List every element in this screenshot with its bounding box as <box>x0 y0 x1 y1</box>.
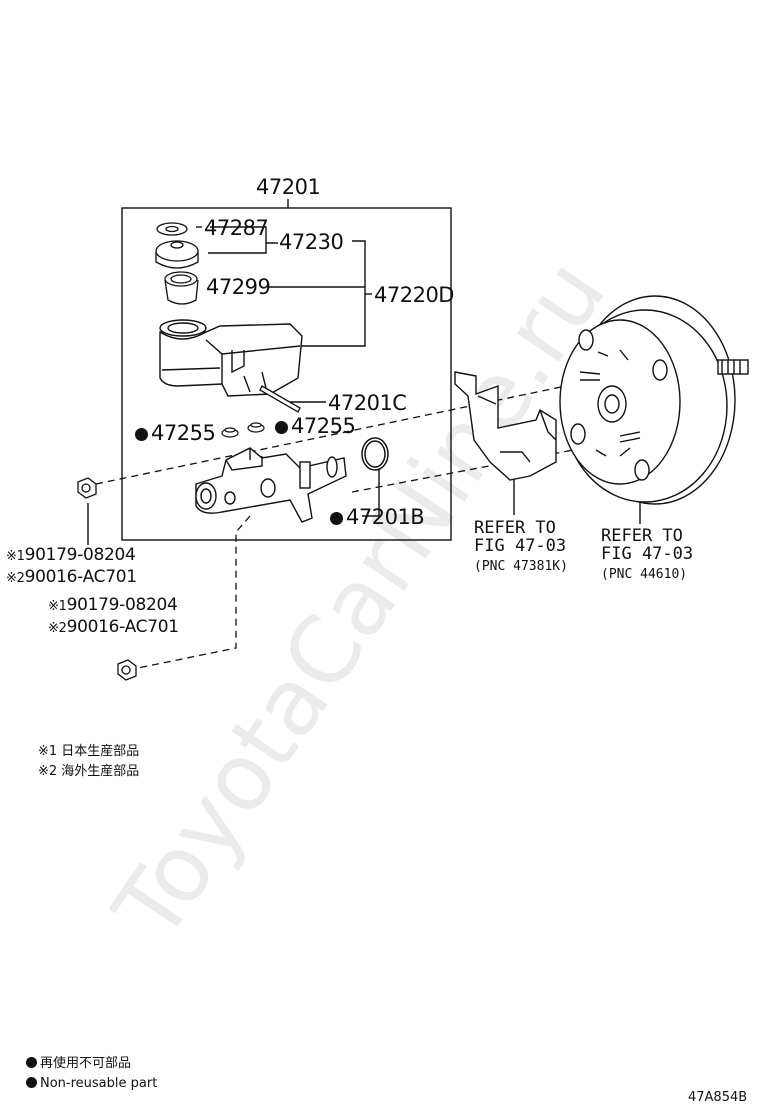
nut-codes-upper: ※190179-08204 ※290016-AC701 <box>6 545 137 587</box>
label-47220d: 47220D <box>374 283 454 307</box>
label-47287: 47287 <box>204 216 269 240</box>
bracket-cap <box>208 243 267 254</box>
booster-bracket <box>454 371 557 481</box>
master-cylinder <box>195 447 347 523</box>
label-47230: 47230 <box>279 230 344 254</box>
ref-booster: REFER TO FIG 47-03 (PNC 44610) <box>601 526 694 582</box>
strainer-47299 <box>164 271 199 305</box>
legend: 再使用不可部品 Non-reusable part <box>26 1054 157 1094</box>
gasket-47287 <box>156 222 188 236</box>
reservoir-47220d <box>159 319 303 397</box>
non-reusable-dot <box>135 428 148 441</box>
label-47299: 47299 <box>206 275 271 299</box>
leader-47201b <box>362 470 380 517</box>
label-47201c: 47201C <box>328 391 407 415</box>
nut-codes-lower: ※190179-08204 ※290016-AC701 <box>48 595 179 637</box>
label-47201: 47201 <box>256 175 321 199</box>
non-reusable-dot <box>275 421 288 434</box>
ref-bracket: REFER TO FIG 47-03 (PNC 47381K) <box>474 518 568 574</box>
label-47255-right: 47255 <box>275 414 356 438</box>
oring-47201b <box>361 437 389 471</box>
label-47255-left: 47255 <box>135 421 216 445</box>
brake-booster <box>559 295 749 505</box>
assembly-frame <box>121 207 452 541</box>
dashed-nut-lower <box>137 515 251 669</box>
bracket-47287 <box>210 226 278 244</box>
pin-47201c <box>259 385 301 413</box>
figure-code: 47A854B <box>688 1090 748 1105</box>
bracket-47220d <box>300 240 366 347</box>
cap-47230 <box>155 240 199 269</box>
production-notes: ※1 日本生産部品 ※2 海外生産部品 <box>38 744 140 779</box>
label-47201b: 47201B <box>330 505 425 529</box>
non-reusable-dot <box>26 1077 37 1088</box>
non-reusable-dot <box>26 1057 37 1068</box>
non-reusable-dot <box>330 512 343 525</box>
